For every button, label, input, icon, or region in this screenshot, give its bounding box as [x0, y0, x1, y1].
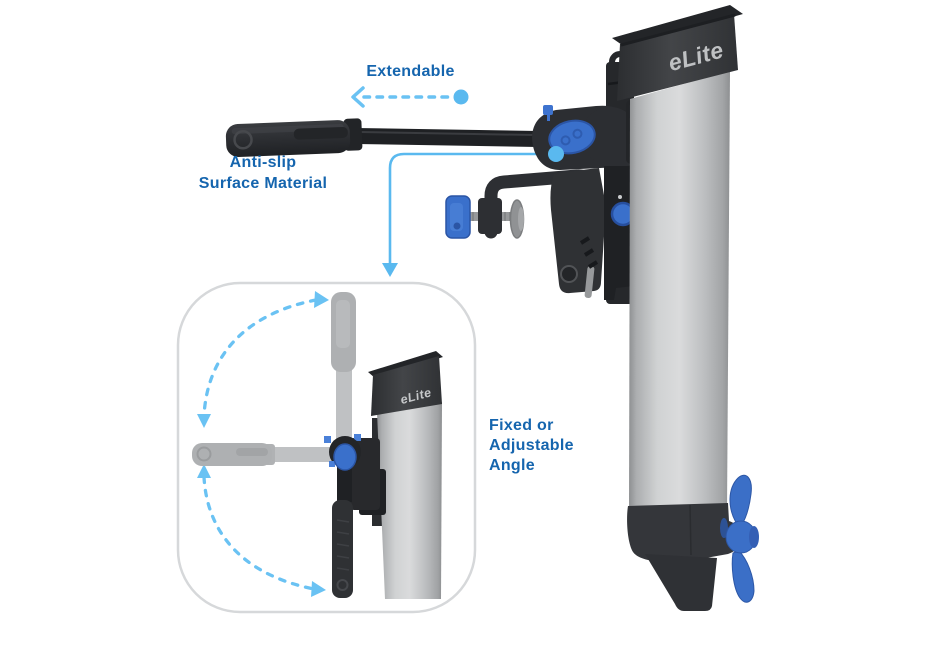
extendable-shaft [356, 128, 538, 147]
motor-body [629, 71, 730, 514]
clamp-knob [445, 195, 471, 239]
callout-connector-icon [382, 152, 556, 277]
fixed-angle-label: Fixed or Adjustable Angle [489, 417, 574, 474]
transom-clamp [445, 166, 640, 300]
main-motor: eLite [225, 5, 759, 611]
extendable-dashed-arrow-icon [351, 86, 469, 108]
tiller-grip [225, 118, 363, 157]
extendable-label: Extendable [366, 63, 455, 80]
lower-unit [627, 503, 740, 611]
ghost-tiller-horizontal [192, 443, 340, 466]
anti-slip-label: Anti-slip Surface Material [198, 154, 328, 192]
skeg-fin [645, 554, 717, 611]
tiller-down-position [324, 434, 380, 598]
bracket-body [550, 168, 606, 294]
mini-pivot-knob [333, 443, 357, 471]
rotation-arc-lower-icon [197, 464, 326, 597]
motor-top-cap: eLite [612, 5, 743, 101]
inset-detail: eLite [176, 281, 477, 614]
marker-square-icon [543, 105, 553, 115]
tiller-pivot-knob [548, 119, 596, 155]
propeller [720, 474, 759, 603]
rotation-arc-upper-icon [197, 291, 329, 428]
callout-anchor-dot [548, 146, 564, 162]
